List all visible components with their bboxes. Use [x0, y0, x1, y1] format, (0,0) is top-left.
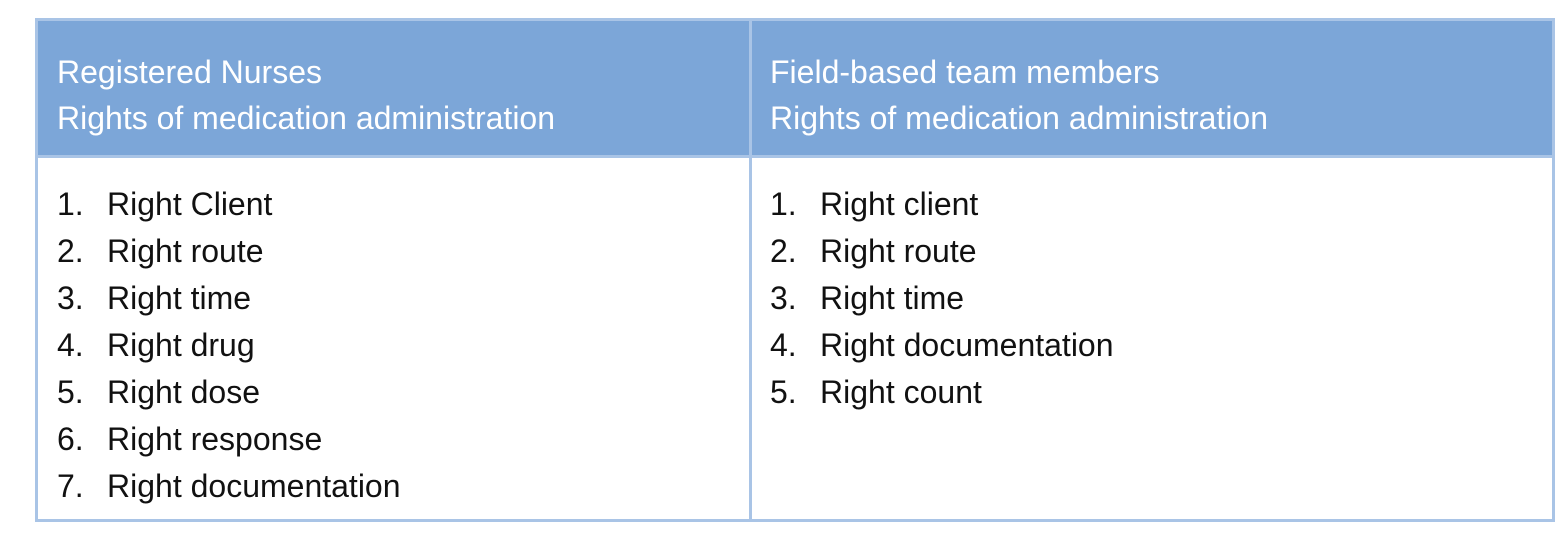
item-number: 4.	[770, 327, 797, 363]
item-number: 4.	[57, 327, 84, 363]
list-item: 2. Right route	[57, 228, 749, 275]
list-item: 1. Right client	[770, 181, 1552, 228]
item-text: Right documentation	[820, 327, 1114, 363]
item-number: 2.	[57, 233, 84, 269]
header-title: Field-based team members	[770, 54, 1160, 90]
item-number: 3.	[57, 280, 84, 316]
header-subtitle: Rights of medication administration	[57, 100, 556, 136]
item-number: 3.	[770, 280, 797, 316]
list-item: 1. Right Client	[57, 181, 749, 228]
item-number: 1.	[770, 186, 797, 222]
rights-table: Registered Nurses Rights of medication a…	[35, 18, 1555, 522]
item-text: Right route	[107, 233, 264, 269]
item-text: Right Client	[107, 186, 273, 222]
list-item: 3. Right time	[770, 275, 1552, 322]
list-cell-registered-nurses: 1. Right Client 2. Right route 3. Right tim…	[38, 155, 752, 519]
item-text: Right drug	[107, 327, 255, 363]
list-cell-field-based-team: 1. Right client 2. Right route 3. Right tim…	[752, 155, 1552, 519]
item-text: Right client	[820, 186, 979, 222]
item-text: Right time	[107, 280, 252, 316]
list-item: 7. Right documentation	[57, 463, 749, 510]
list-item: 4. Right documentation	[770, 322, 1552, 369]
item-text: Right time	[820, 280, 965, 316]
list-item: 5. Right dose	[57, 369, 749, 416]
header-cell-registered-nurses: Registered Nurses Rights of medication a…	[38, 21, 752, 155]
header-title: Registered Nurses	[57, 54, 322, 90]
list-item: 5. Right count	[770, 369, 1552, 416]
item-number: 2.	[770, 233, 797, 269]
item-number: 5.	[57, 374, 84, 410]
item-text: Right dose	[107, 374, 260, 410]
item-text: Right documentation	[107, 468, 401, 504]
header-subtitle: Rights of medication administration	[770, 100, 1269, 136]
item-number: 1.	[57, 186, 84, 222]
item-number: 7.	[57, 468, 84, 504]
list-item: 4. Right drug	[57, 322, 749, 369]
list-item: 6. Right response	[57, 416, 749, 463]
list-item: 2. Right route	[770, 228, 1552, 275]
list-item: 3. Right time	[57, 275, 749, 322]
item-text: Right response	[107, 421, 323, 457]
item-number: 5.	[770, 374, 797, 410]
item-text: Right count	[820, 374, 982, 410]
item-number: 6.	[57, 421, 84, 457]
item-text: Right route	[820, 233, 977, 269]
header-cell-field-based-team: Field-based team members Rights of medic…	[752, 21, 1552, 155]
